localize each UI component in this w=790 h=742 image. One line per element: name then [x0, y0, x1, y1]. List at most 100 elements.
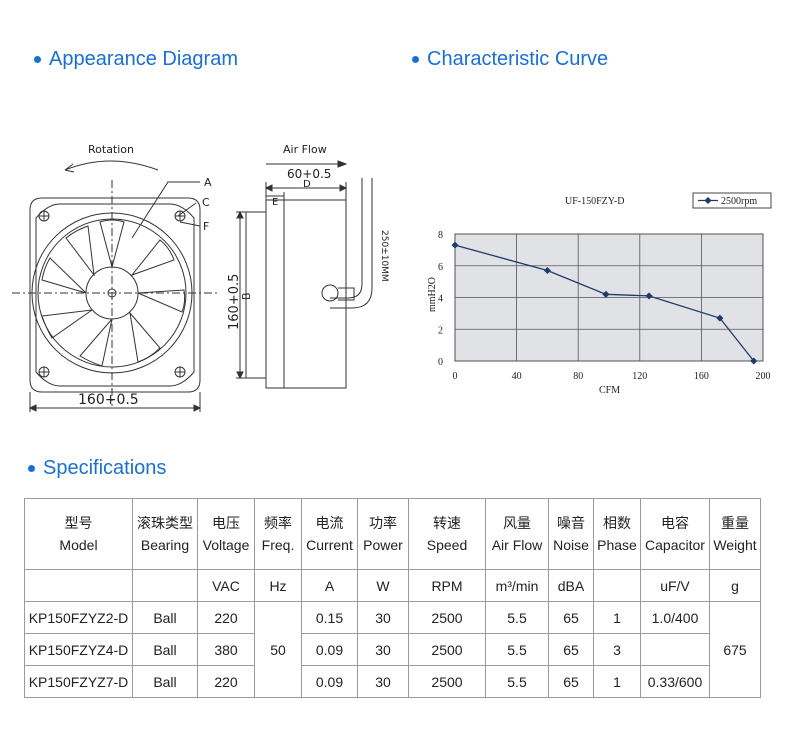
specs-title-text: Specifications — [43, 457, 167, 479]
bullet-dot-icon — [34, 56, 41, 63]
units-phase — [593, 569, 641, 602]
cell-speed: 2500 — [408, 665, 486, 698]
chart-title: UF-150FZY-D — [565, 196, 624, 207]
cell-capacitor — [640, 633, 710, 666]
x-tick-label: 40 — [512, 371, 522, 382]
label-f: F — [203, 220, 209, 233]
cell-airflow: 5.5 — [485, 601, 549, 634]
cell-current: 0.09 — [301, 665, 358, 698]
units-current: A — [301, 569, 358, 602]
side-view-body — [265, 199, 347, 389]
cell-power: 30 — [357, 633, 409, 666]
height-dimension-label: 160+0.5 — [227, 274, 242, 330]
cell-weight-merged: 675 — [709, 601, 761, 698]
cell-phase: 1 — [593, 665, 641, 698]
table-units-row: VAC Hz A W RPM m³/min dBA uF/V g — [24, 569, 761, 602]
x-tick-label: 120 — [632, 371, 647, 382]
fan-front-frame — [29, 197, 201, 393]
cell-airflow: 5.5 — [485, 633, 549, 666]
rotation-arrow-icon — [64, 160, 159, 171]
height-dimension-line — [236, 211, 246, 379]
x-tick-label: 0 — [453, 371, 458, 382]
cell-noise: 65 — [548, 633, 594, 666]
leader-a — [131, 181, 200, 239]
e-dimension-line — [265, 192, 285, 200]
cell-voltage: 380 — [197, 633, 255, 666]
units-capacitor: uF/V — [640, 569, 710, 602]
label-a: A — [204, 176, 212, 189]
table-row: KP150FZYZ2-D Ball 220 50 0.15 30 2500 5.… — [24, 601, 761, 698]
depth-dimension-label: 60+0.5 — [287, 167, 331, 181]
lead-wire — [330, 178, 373, 309]
cell-noise: 65 — [548, 665, 594, 698]
cell-power: 30 — [357, 665, 409, 698]
legend-series-label: 2500rpm — [721, 196, 757, 207]
fan-front-inner-frame — [35, 203, 195, 387]
x-tick-label: 80 — [573, 371, 583, 382]
data-point-marker — [750, 357, 758, 365]
lead-length-label: 250±10MM — [379, 230, 389, 282]
units-power: W — [357, 569, 409, 602]
y-tick-label: 4 — [438, 294, 443, 305]
rotation-label: Rotation — [88, 143, 134, 156]
units-speed: RPM — [408, 569, 486, 602]
x-tick-label: 200 — [756, 371, 771, 382]
y-axis-label: mmH2O — [427, 277, 438, 312]
cell-airflow: 5.5 — [485, 665, 549, 698]
wire-sleeve — [338, 287, 355, 301]
units-bearing-cell — [132, 569, 198, 602]
legend-marker-icon — [704, 196, 712, 205]
cell-bearing: Ball — [132, 601, 198, 634]
curve-title-text: Characteristic Curve — [427, 48, 609, 70]
y-tick-label: 6 — [438, 262, 443, 273]
cell-noise: 65 — [548, 601, 594, 634]
appearance-title-text: Appearance Diagram — [49, 48, 238, 70]
y-tick-label: 8 — [438, 230, 443, 241]
label-b: B — [240, 292, 253, 300]
y-tick-label: 0 — [438, 357, 443, 368]
center-lines — [12, 180, 218, 406]
label-e: E — [272, 197, 278, 208]
cell-current: 0.15 — [301, 601, 358, 634]
cell-model: KP150FZYZ2-D — [24, 601, 133, 634]
bullet-dot-icon — [412, 56, 419, 63]
width-dimension-label: 160+0.5 — [78, 392, 139, 408]
units-voltage: VAC — [197, 569, 255, 602]
airflow-arrowhead-icon — [337, 160, 348, 168]
appearance-section-title: Appearance Diagram — [34, 48, 238, 71]
width-dimension-arrows-icon — [28, 404, 202, 412]
cell-bearing: Ball — [132, 665, 198, 698]
cell-model: KP150FZYZ4-D — [24, 633, 133, 666]
leader-c — [177, 202, 197, 217]
cell-voltage: 220 — [197, 601, 255, 634]
x-tick-label: 160 — [694, 371, 709, 382]
cell-phase: 3 — [593, 633, 641, 666]
data-point-marker — [716, 314, 724, 322]
cell-bearing: Ball — [132, 633, 198, 666]
units-noise: dBA — [548, 569, 594, 602]
leader-f — [179, 221, 201, 227]
table-row: KP150FZYZ7-D Ball 220 0.09 30 2500 5.5 6… — [24, 665, 761, 698]
mounting-holes — [38, 210, 186, 378]
wire-grommet — [321, 284, 339, 302]
cell-phase: 1 — [593, 601, 641, 634]
cell-current: 0.09 — [301, 633, 358, 666]
rotation-arrowhead-icon — [64, 163, 75, 173]
chart-legend-box — [692, 192, 772, 209]
height-dimension-arrows-icon — [236, 210, 244, 380]
cell-power: 30 — [357, 601, 409, 634]
cell-voltage: 220 — [197, 665, 255, 698]
